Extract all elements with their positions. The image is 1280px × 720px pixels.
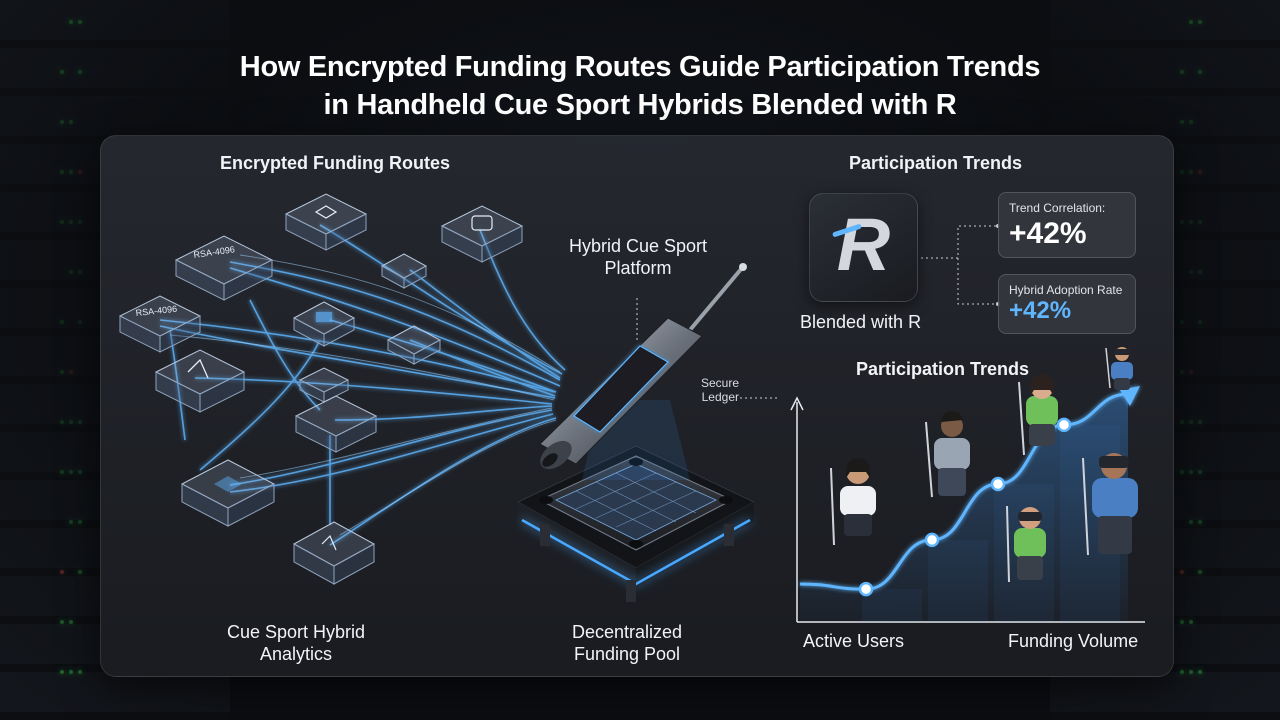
platform-caption-line-2: Platform [604,258,672,278]
node-chip [440,205,524,263]
title-line-1: How Encrypted Funding Routes Guide Parti… [239,51,1041,83]
analytics-caption-line-1: Cue Sport Hybrid [226,622,366,642]
participant-figure-icon [830,458,876,546]
participant-figures [830,347,1138,583]
participant-figure-icon [1082,453,1138,556]
node-chip [292,521,376,585]
node-chip [298,367,350,403]
node-chip [294,395,378,453]
trend-arrow-icon [1120,386,1140,406]
node-label: RSA-4096 [135,304,177,318]
analytics-caption-line-2: Analytics [259,644,333,664]
x-axis-left-label: Active Users [803,631,905,651]
encrypted-nodes [118,193,524,585]
hybrid-adoption-label: Hybrid Adoption Rate [1009,283,1123,297]
r-logo-letter: R [836,203,891,286]
node-chip [292,301,356,347]
participant-figure-icon [1105,347,1133,390]
pool-caption: Decentralized Funding Pool [537,621,717,665]
trend-correlation-label: Trend Correlation: [1009,201,1106,215]
hybrid-adoption-card: Hybrid Adoption Rate +42% [998,274,1136,334]
funding-pool-board [516,445,756,602]
title-line-2: in Handheld Cue Sport Hybrids Blended wi… [323,89,957,121]
trend-points [858,417,1072,597]
node-chip [284,193,368,251]
ledger-caption-line-2: Ledger [701,390,739,404]
participant-figure-icon [1018,374,1058,456]
trend-correlation-value: +42% [1009,217,1087,250]
ledger-caption: Secure Ledger [693,376,739,404]
node-chip [380,253,428,289]
trend-area [800,394,1128,622]
pool-caption-line-2: Funding Pool [573,644,681,664]
r-logo-icon: R [809,193,918,302]
handheld-cue-device-icon [539,263,747,470]
x-axis-right-label: Funding Volume [1008,631,1139,651]
node-chip [386,325,442,365]
participant-figure-icon [925,411,970,498]
pool-caption-line-1: Decentralized [571,622,683,642]
trend-correlation-card: Trend Correlation: +42% [998,192,1136,258]
r-logo-caption: Blended with R [800,312,922,332]
trend-point [990,476,1006,492]
trend-point [924,532,940,548]
node-chip [154,349,246,413]
node-chip [118,295,202,353]
analytics-caption: Cue Sport Hybrid Analytics [196,621,396,665]
trend-point [1056,417,1072,433]
node-chip [180,459,276,527]
page-title: How Encrypted Funding Routes Guide Parti… [0,48,1280,124]
platform-caption-line-1: Hybrid Cue Sport [568,236,708,256]
routes-heading: Encrypted Funding Routes [220,153,451,173]
trends-heading: Participation Trends [849,153,1023,173]
node-chip [174,235,274,301]
hybrid-adoption-value: +42% [1009,297,1072,324]
participant-figure-icon [1006,505,1046,583]
ledger-caption-line-1: Secure [700,376,739,390]
connector-lines [636,225,998,399]
trend-point [858,581,874,597]
chart-title: Participation Trends [856,359,1030,379]
platform-caption: Hybrid Cue Sport Platform [548,235,728,279]
